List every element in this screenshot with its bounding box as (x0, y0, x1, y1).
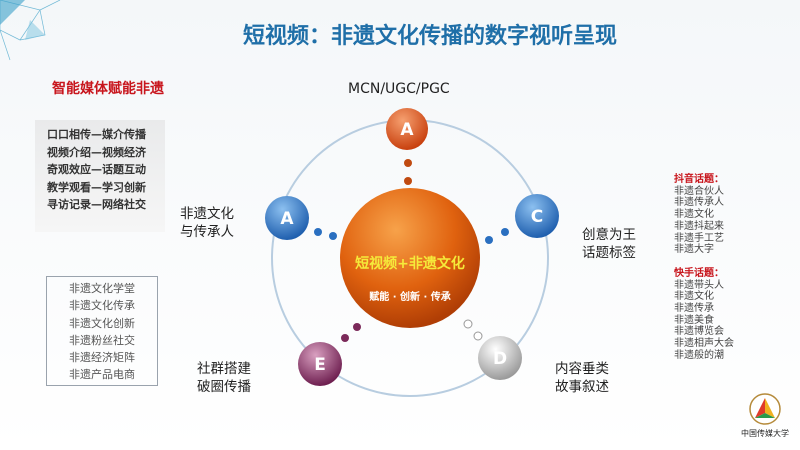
kuaishou-heading: 快手话题： (674, 267, 724, 279)
topic-item: 非遗手工艺 (674, 232, 724, 244)
logo-emblem (749, 393, 781, 425)
channel-item: 非遗经济矩阵 (69, 351, 135, 365)
node-c (515, 194, 559, 238)
node-letter: E (314, 355, 326, 375)
topic-item: 非遗文化 (674, 291, 714, 303)
node-a-left (265, 196, 309, 240)
slide-title: 短视频：非遗文化传播的数字视听呈现 (242, 24, 617, 49)
channel-item: 非遗文化学堂 (69, 282, 135, 295)
transition-item: 寻访记录—网络社交 (47, 198, 146, 211)
node-d (478, 336, 522, 380)
center-subtitle: 赋能 · 创新 · 传承 (369, 290, 451, 303)
channel-item: 非遗文化传承 (69, 299, 135, 313)
label-line: 内容垂类 (555, 361, 609, 377)
label-line: 与传承人 (180, 224, 234, 240)
label-line: 故事叙述 (555, 379, 609, 395)
topic-item: 非遗相声大会 (674, 338, 734, 350)
label-line: 社群搭建 (197, 361, 251, 377)
channel-item: 非遗产品电商 (69, 368, 135, 382)
transition-box: 口口相传—媒介传播 视频介绍—视频经济 奇观效应—话题互动 教学观看—学习创新 … (35, 120, 165, 232)
transition-item: 口口相传—媒介传播 (47, 128, 146, 141)
channel-item: 非遗文化创新 (69, 316, 135, 330)
node-letter: A (400, 120, 414, 140)
node-label-content: 内容垂类 故事叙述 (555, 360, 609, 396)
topic-item: 非遗传承 (674, 303, 714, 315)
node-label-mcn: MCN/UGC/PGC (348, 81, 450, 97)
node-label-community: 社群搭建 破圈传播 (197, 360, 251, 396)
label-line: 话题标签 (582, 245, 636, 261)
university-logo: 中国传媒大学 (735, 392, 795, 442)
center-circle (340, 188, 480, 328)
douyin-heading: 抖音话题： (674, 174, 724, 185)
node-letter: C (531, 207, 543, 227)
left-heading: 智能媒体赋能非遗 (52, 81, 164, 97)
center-title: 短视频+非遗文化 (355, 255, 465, 272)
topic-item: 非遗合伙人 (674, 185, 724, 197)
label-line: 破圈传播 (197, 379, 251, 395)
transition-item: 奇观效应—话题互动 (47, 163, 146, 176)
topic-list: 抖音话题： 非遗合伙人 非遗传承人 非遗文化 非遗抖起来 非遗手工艺 非遗大字 … (674, 174, 734, 362)
connector-dots (314, 159, 509, 342)
label-line: 非遗文化 (180, 206, 234, 222)
channel-box: 非遗文化学堂 非遗文化传承 非遗文化创新 非遗粉丝社交 非遗经济矩阵 非遗产品电… (46, 276, 158, 386)
topic-item: 非遗博览会 (674, 326, 724, 338)
topic-item: 非遗美食 (674, 314, 714, 326)
node-e (298, 342, 342, 386)
node-letter: D (493, 349, 507, 369)
node-letter: A (280, 209, 294, 229)
topic-item: 非遗传承人 (674, 197, 724, 209)
topic-item: 非遗般的潮 (674, 349, 724, 361)
channel-item: 非遗粉丝社交 (69, 333, 135, 347)
label-line: 创意为王 (582, 227, 636, 243)
logo-text: 中国传媒大学 (741, 429, 789, 438)
node-label-creative: 创意为王 话题标签 (582, 226, 636, 262)
transition-item: 视频介绍—视频经济 (47, 145, 146, 159)
topic-item: 非遗带头人 (674, 279, 724, 291)
topic-item: 非遗文化 (674, 209, 714, 221)
node-a-top (386, 108, 428, 150)
topic-item: 非遗大字 (674, 244, 714, 256)
node-label-heritage: 非遗文化 与传承人 (180, 205, 234, 241)
topic-item: 非遗抖起来 (674, 220, 724, 232)
transition-item: 教学观看—学习创新 (47, 180, 146, 194)
